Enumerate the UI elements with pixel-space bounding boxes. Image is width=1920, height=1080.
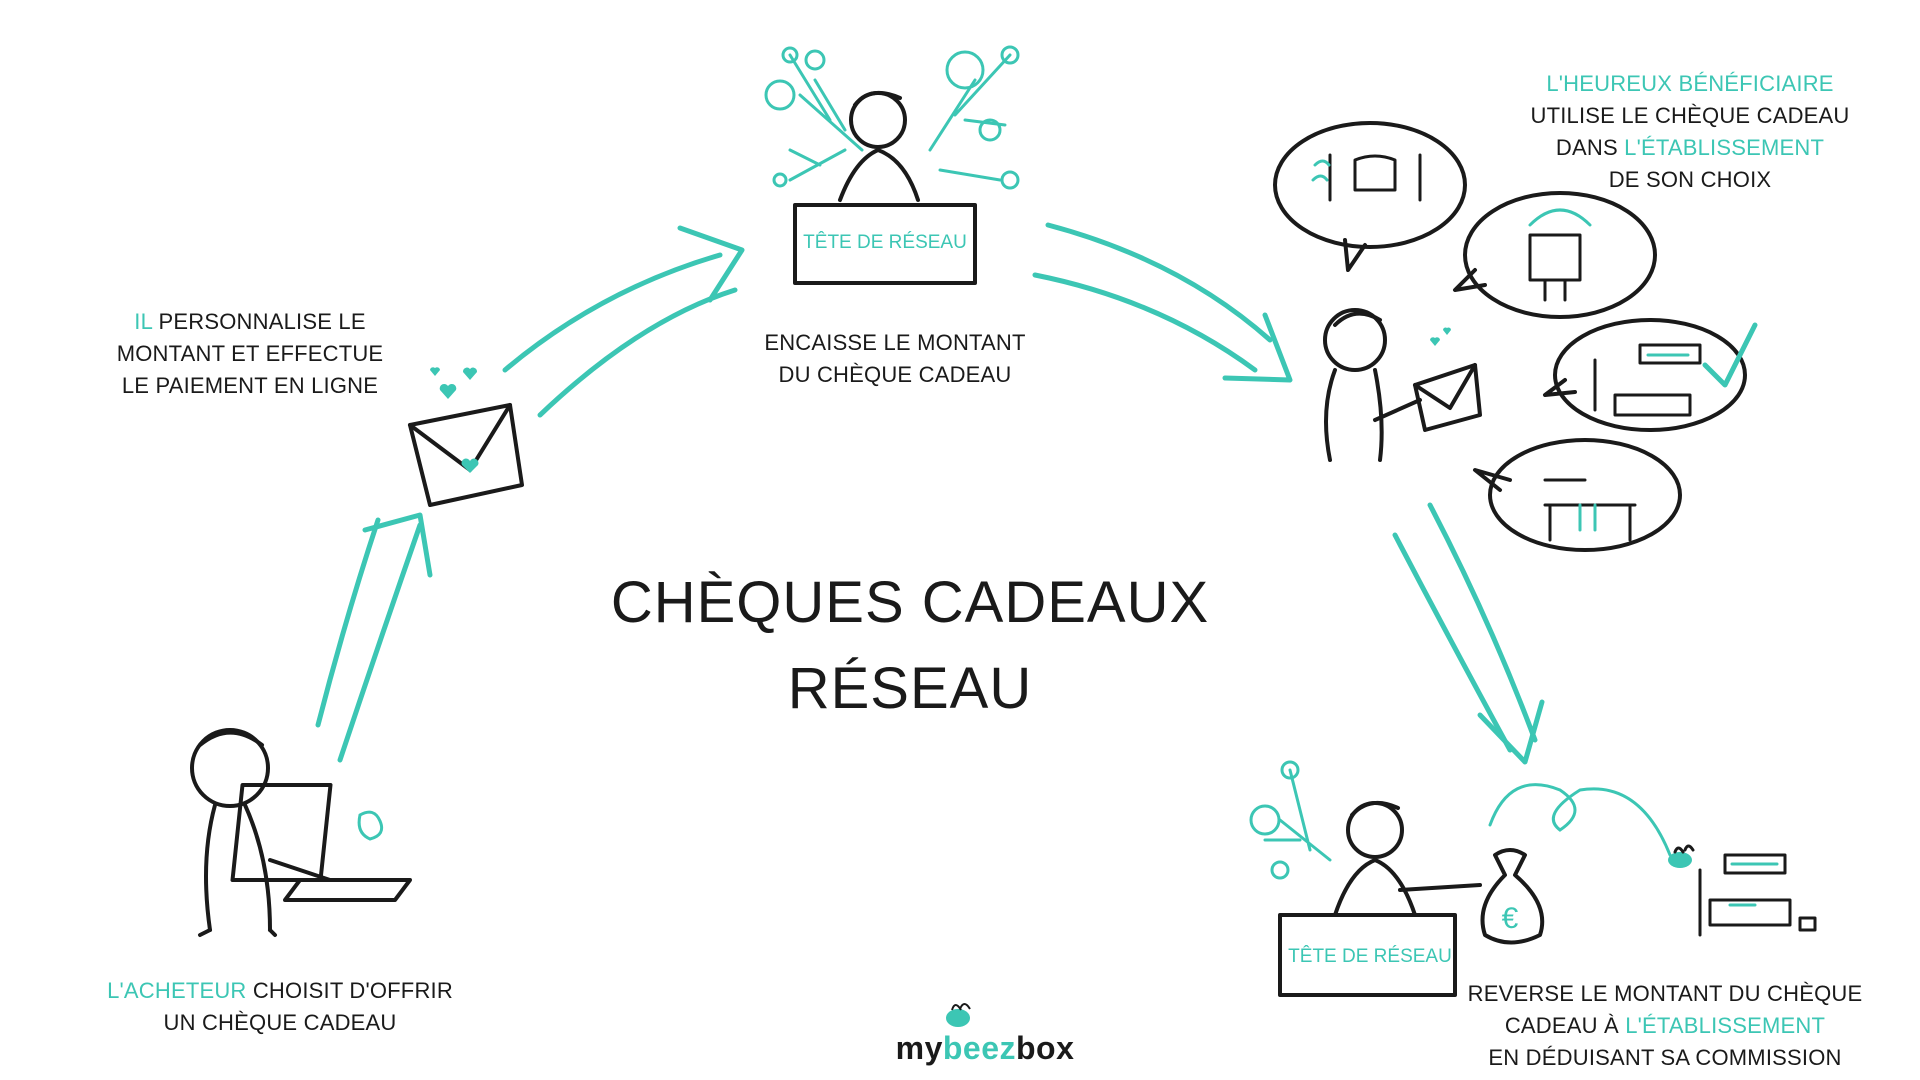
arrow-beneficiary-to-payment xyxy=(1392,502,1545,765)
arrow-network-to-beneficiary xyxy=(1032,222,1293,383)
thought-bubble-bedroom xyxy=(1543,318,1747,432)
caption-network-pay-line2-prefix: CADEAU À xyxy=(1504,1013,1626,1038)
arrow-envelope-to-network xyxy=(502,225,745,418)
thought-bubble-treehouse xyxy=(1453,191,1657,319)
caption-beneficiary-line3-prefix: DANS xyxy=(1555,135,1625,160)
caption-network-collect: ENCAISSE LE MONTANT DU CHÈQUE CADEAU xyxy=(735,327,1055,391)
caption-network-pay-line1: REVERSE LE MONTANT DU CHÈQUE xyxy=(1467,981,1863,1006)
caption-beneficiary-highlight2: L'ÉTABLISSEMENT xyxy=(1624,135,1825,160)
establishment-bedroom-icon xyxy=(1698,853,1817,937)
caption-personalize-line2: MONTANT ET EFFECTUE xyxy=(116,341,384,366)
svg-text:€: € xyxy=(1502,902,1519,935)
network-bottom-desk-label: TÊTE DE RÉSEAU xyxy=(1288,945,1452,967)
caption-personalize: IL PERSONNALISE LE MONTANT ET EFFECTUE L… xyxy=(100,306,400,402)
caption-network-collect-line1: ENCAISSE LE MONTANT xyxy=(764,330,1026,355)
caption-personalize-line3: LE PAIEMENT EN LIGNE xyxy=(121,373,379,398)
network-top-desk-label: TÊTE DE RÉSEAU xyxy=(803,231,967,253)
caption-personalize-rest: PERSONNALISE LE xyxy=(152,309,366,334)
diagram-title-line1: CHÈQUES CADEAUX xyxy=(610,570,1210,635)
caption-beneficiary-highlight: L'HEUREUX BÉNÉFICIAIRE xyxy=(1546,71,1834,96)
checkmark-icon xyxy=(1702,322,1758,388)
caption-network-collect-line2: DU CHÈQUE CADEAU xyxy=(778,362,1012,387)
caption-buyer-highlight: L'ACHETEUR xyxy=(107,978,247,1003)
bee-icon xyxy=(1668,844,1695,868)
caption-personalize-highlight: IL xyxy=(134,309,153,334)
caption-network-pay-highlight: L'ÉTABLISSEMENT xyxy=(1625,1013,1826,1038)
logo-part-beez: beez xyxy=(942,1030,1016,1066)
logo-part-my: my xyxy=(895,1030,943,1066)
thought-bubble-restaurant xyxy=(1273,121,1467,272)
caption-buyer: L'ACHETEUR CHOISIT D'OFFRIR UN CHÈQUE CA… xyxy=(90,975,470,1039)
caption-network-pay-line3: EN DÉDUISANT SA COMMISSION xyxy=(1488,1045,1842,1070)
network-head-top-illustration xyxy=(764,45,1020,285)
brand-logo: mybeezbox xyxy=(820,1030,1150,1067)
arrow-buyer-to-envelope xyxy=(315,512,433,763)
caption-buyer-line2: UN CHÈQUE CADEAU xyxy=(163,1010,397,1035)
caption-beneficiary: L'HEUREUX BÉNÉFICIAIRE UTILISE LE CHÈQUE… xyxy=(1510,68,1870,196)
caption-beneficiary-line2: UTILISE LE CHÈQUE CADEAU xyxy=(1530,103,1850,128)
logo-bee-icon xyxy=(946,1003,971,1027)
beneficiary-illustration xyxy=(1323,308,1482,462)
flight-path xyxy=(1488,783,1672,857)
diagram-title: CHÈQUES CADEAUX RÉSEAU xyxy=(560,560,1260,732)
envelope-illustration xyxy=(408,367,524,507)
thought-bubble-spa xyxy=(1473,438,1682,552)
diagram-title-line2: RÉSEAU xyxy=(787,656,1033,721)
money-bag-icon: € xyxy=(1480,848,1545,945)
caption-buyer-rest: CHOISIT D'OFFRIR xyxy=(246,978,453,1003)
buyer-illustration xyxy=(190,728,412,937)
caption-beneficiary-line4: DE SON CHOIX xyxy=(1608,167,1772,192)
network-head-bottom-illustration xyxy=(1249,760,1482,997)
logo-part-box: box xyxy=(1016,1030,1075,1066)
caption-network-pay: REVERSE LE MONTANT DU CHÈQUE CADEAU À L'… xyxy=(1450,978,1880,1074)
